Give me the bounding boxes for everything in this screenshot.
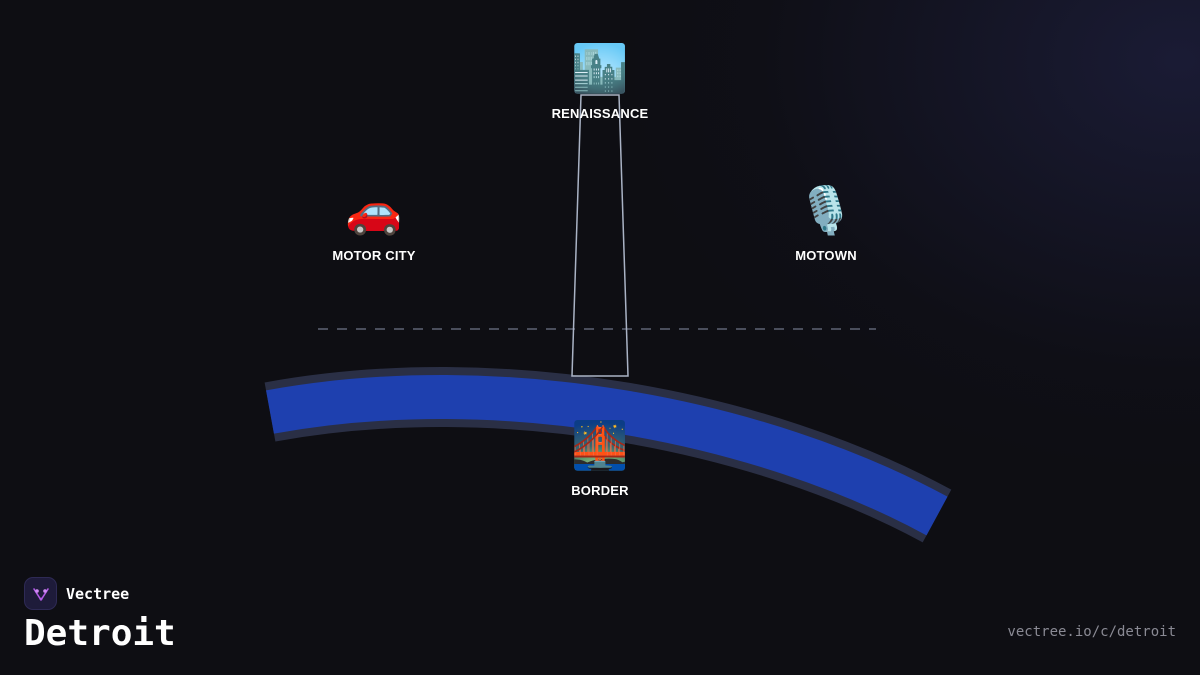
river-band bbox=[266, 375, 948, 536]
node-renaissance: 🏙️ RENAISSANCE bbox=[520, 40, 680, 121]
node-border: 🌉 BORDER bbox=[520, 417, 680, 498]
vectree-logo-icon bbox=[24, 577, 57, 610]
microphone-icon: 🎙️ bbox=[797, 184, 855, 236]
tower-outline bbox=[571, 94, 629, 377]
brand-name: Vectree bbox=[66, 584, 130, 603]
cityscape-icon: 🏙️ bbox=[571, 42, 629, 94]
node-label-border: BORDER bbox=[571, 483, 629, 498]
node-motor-city: 🚗 MOTOR CITY bbox=[294, 182, 454, 263]
brand: Vectree bbox=[24, 577, 129, 610]
car-icon: 🚗 bbox=[345, 184, 403, 236]
node-label-motown: MOTOWN bbox=[795, 248, 857, 263]
bridge-icon: 🌉 bbox=[571, 419, 629, 471]
node-label-motor-city: MOTOR CITY bbox=[332, 248, 416, 263]
node-motown: 🎙️ MOTOWN bbox=[746, 182, 906, 263]
node-label-renaissance: RENAISSANCE bbox=[551, 106, 649, 121]
page-url[interactable]: vectree.io/c/detroit bbox=[1007, 624, 1176, 640]
page-title: Detroit bbox=[24, 613, 176, 654]
